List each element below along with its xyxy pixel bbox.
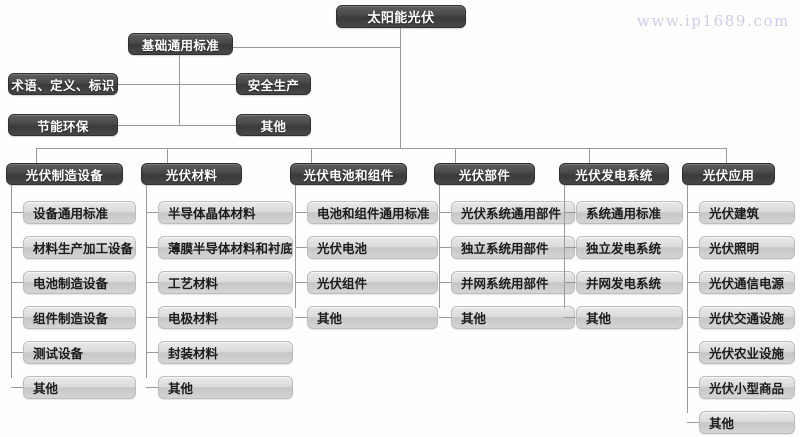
item-col5-3[interactable]: 并网发电系统 bbox=[576, 271, 683, 294]
connector-drop-col-5 bbox=[589, 148, 590, 163]
item-col6-4[interactable]: 光伏交通设施 bbox=[699, 306, 795, 329]
item-col1-3[interactable]: 电池制造设备 bbox=[23, 271, 136, 294]
connector-basic-row2 bbox=[118, 125, 236, 126]
item-col5-4[interactable]: 其他 bbox=[576, 306, 683, 329]
item-col6-3[interactable]: 光伏通信电源 bbox=[699, 271, 795, 294]
connector-col5-tick-1 bbox=[564, 212, 576, 213]
connector-col6-tick-4 bbox=[687, 317, 699, 318]
connector-col6-tick-1 bbox=[687, 212, 699, 213]
connector-col6-tick-6 bbox=[687, 387, 699, 388]
connector-col4-tick-4 bbox=[439, 317, 451, 318]
connector-basic-standards-to-trunk bbox=[233, 47, 400, 48]
node-safety-production[interactable]: 安全生产 bbox=[236, 73, 311, 95]
item-col1-5[interactable]: 测试设备 bbox=[23, 341, 136, 364]
item-col6-5[interactable]: 光伏农业设施 bbox=[699, 341, 795, 364]
connector-col5-spine bbox=[564, 185, 565, 308]
item-col1-4[interactable]: 组件制造设备 bbox=[23, 306, 136, 329]
item-col6-1[interactable]: 光伏建筑 bbox=[699, 201, 795, 224]
item-col2-1[interactable]: 半导体晶体材料 bbox=[158, 201, 293, 224]
item-col5-1[interactable]: 系统通用标准 bbox=[576, 201, 683, 224]
item-col1-2[interactable]: 材料生产加工设备 bbox=[23, 236, 136, 259]
connector-drop-col-1 bbox=[36, 148, 37, 163]
item-col1-1[interactable]: 设备通用标准 bbox=[23, 201, 136, 224]
connector-col4-tick-2 bbox=[439, 247, 451, 248]
connector-drop-col-3 bbox=[311, 148, 312, 163]
connector-col1-tick-6 bbox=[11, 387, 23, 388]
connector-basic-standards-spine bbox=[179, 55, 180, 126]
column-header-3[interactable]: 光伏电池和组件 bbox=[290, 163, 407, 185]
connector-drop-col-4 bbox=[455, 148, 456, 163]
node-terminology[interactable]: 术语、定义、标识 bbox=[8, 73, 118, 95]
connector-col2-tick-2 bbox=[146, 247, 158, 248]
node-energy-saving[interactable]: 节能环保 bbox=[8, 114, 118, 136]
node-basic-standards[interactable]: 基础通用标准 bbox=[128, 33, 233, 55]
connector-drop-col-6 bbox=[726, 148, 727, 163]
item-col2-6[interactable]: 其他 bbox=[158, 376, 293, 399]
item-col5-2[interactable]: 独立发电系统 bbox=[576, 236, 683, 259]
connector-col2-tick-6 bbox=[146, 387, 158, 388]
connector-col6-tick-2 bbox=[687, 247, 699, 248]
connector-col1-tick-1 bbox=[11, 212, 23, 213]
root-node-solar-pv[interactable]: 太阳能光伏 bbox=[336, 5, 466, 28]
connector-col3-tick-1 bbox=[295, 212, 307, 213]
connector-col4-spine bbox=[439, 185, 440, 308]
connector-col2-tick-3 bbox=[146, 282, 158, 283]
item-col2-5[interactable]: 封装材料 bbox=[158, 341, 293, 364]
item-col2-4[interactable]: 电极材料 bbox=[158, 306, 293, 329]
connector-col5-tick-4 bbox=[564, 317, 576, 318]
item-col3-1[interactable]: 电池和组件通用标准 bbox=[307, 201, 438, 224]
connector-root-trunk bbox=[400, 28, 401, 148]
connector-col1-spine bbox=[11, 185, 12, 378]
column-header-4[interactable]: 光伏部件 bbox=[434, 163, 535, 185]
connector-col4-tick-1 bbox=[439, 212, 451, 213]
connector-col1-tick-4 bbox=[11, 317, 23, 318]
item-col2-3[interactable]: 工艺材料 bbox=[158, 271, 293, 294]
connector-col6-tick-3 bbox=[687, 282, 699, 283]
item-col6-6[interactable]: 光伏小型商品 bbox=[699, 376, 795, 399]
connector-basic-row1 bbox=[118, 84, 236, 85]
connector-col2-tick-1 bbox=[146, 212, 158, 213]
connector-col2-spine bbox=[146, 185, 147, 378]
column-header-1[interactable]: 光伏制造设备 bbox=[6, 163, 123, 185]
item-col2-2[interactable]: 薄膜半导体材料和衬底 bbox=[158, 236, 293, 259]
connector-col3-tick-4 bbox=[295, 317, 307, 318]
connector-col3-tick-2 bbox=[295, 247, 307, 248]
item-col1-6[interactable]: 其他 bbox=[23, 376, 136, 399]
node-basic-other[interactable]: 其他 bbox=[236, 114, 311, 136]
item-col4-4[interactable]: 其他 bbox=[451, 306, 575, 329]
connector-col6-tick-7 bbox=[687, 422, 699, 423]
connector-col1-tick-3 bbox=[11, 282, 23, 283]
connector-col3-tick-3 bbox=[295, 282, 307, 283]
item-col4-1[interactable]: 光伏系统通用部件 bbox=[451, 201, 575, 224]
connector-col4-tick-3 bbox=[439, 282, 451, 283]
connector-main-bus bbox=[36, 148, 726, 149]
item-col6-2[interactable]: 光伏照明 bbox=[699, 236, 795, 259]
connector-col1-tick-2 bbox=[11, 247, 23, 248]
column-header-6[interactable]: 光伏应用 bbox=[682, 163, 775, 185]
column-header-5[interactable]: 光伏发电系统 bbox=[559, 163, 669, 185]
connector-col6-tick-5 bbox=[687, 352, 699, 353]
item-col3-4[interactable]: 其他 bbox=[307, 306, 438, 329]
connector-col5-tick-3 bbox=[564, 282, 576, 283]
connector-col2-tick-4 bbox=[146, 317, 158, 318]
connector-col3-spine bbox=[295, 185, 296, 308]
connector-col6-spine bbox=[687, 185, 688, 413]
column-header-2[interactable]: 光伏材料 bbox=[141, 163, 242, 185]
item-col3-3[interactable]: 光伏组件 bbox=[307, 271, 438, 294]
connector-col2-tick-5 bbox=[146, 352, 158, 353]
connector-drop-col-2 bbox=[167, 148, 168, 163]
connector-col5-tick-2 bbox=[564, 247, 576, 248]
item-col6-7[interactable]: 其他 bbox=[699, 411, 795, 434]
connector-col1-tick-5 bbox=[11, 352, 23, 353]
item-col3-2[interactable]: 光伏电池 bbox=[307, 236, 438, 259]
item-col4-2[interactable]: 独立系统用部件 bbox=[451, 236, 575, 259]
item-col4-3[interactable]: 并网系统用部件 bbox=[451, 271, 575, 294]
watermark-text: www.ip1689.com bbox=[637, 12, 790, 30]
